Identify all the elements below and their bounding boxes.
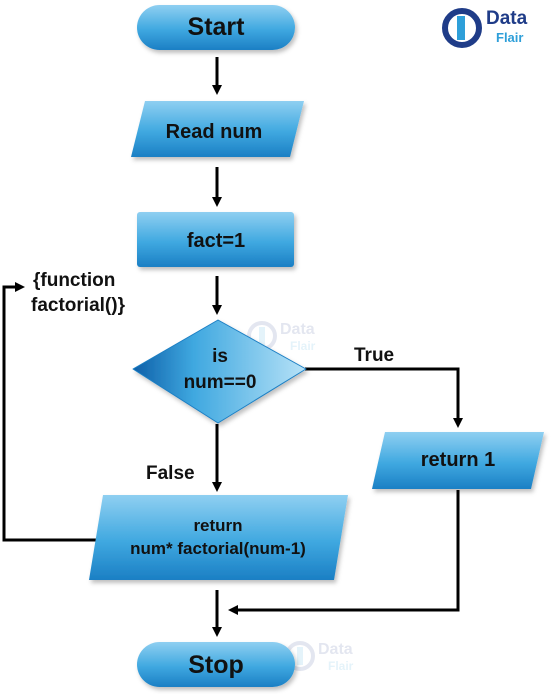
watermark-bottom-text-flair: Flair	[328, 659, 354, 673]
stop-node: Stop	[137, 642, 295, 687]
arrow-recursion-loop	[2, 282, 96, 542]
decision-label-line2: num==0	[184, 372, 257, 393]
fact-init-label: fact=1	[187, 230, 245, 252]
read-num-label: Read num	[166, 121, 263, 143]
stop-label: Stop	[188, 651, 244, 679]
function-label-line2: factorial()}	[31, 295, 126, 316]
return-one-node: return 1	[372, 432, 544, 489]
recursive-return-line2: num* factorial(num-1)	[130, 539, 306, 558]
start-label: Start	[188, 13, 246, 41]
watermark-bottom: Data Flair	[285, 641, 354, 673]
arrow-true-branch	[305, 367, 463, 428]
connectors	[2, 57, 463, 637]
true-branch-label: True	[354, 345, 394, 366]
fact-init-node: fact=1	[137, 212, 294, 267]
arrow-return1-to-stop	[228, 490, 460, 615]
logo-text-flair: Flair	[496, 30, 523, 45]
false-branch-label: False	[146, 463, 195, 484]
start-node: Start	[137, 5, 295, 50]
recursive-return-node: return num* factorial(num-1)	[89, 495, 348, 580]
return-one-label: return 1	[421, 449, 495, 471]
decision-node: is num==0	[132, 319, 307, 424]
watermark-text-flair: Flair	[290, 339, 316, 353]
decision-label-line1: is	[212, 346, 228, 367]
dataflair-logo-icon	[442, 8, 482, 48]
dataflair-logo: Data Flair	[442, 8, 528, 48]
function-label-line1: {function	[33, 270, 115, 291]
watermark-text-data: Data	[280, 321, 315, 338]
recursive-return-line1: return	[193, 516, 242, 535]
read-num-node: Read num	[131, 101, 304, 157]
logo-text-data: Data	[486, 8, 528, 29]
watermark-bottom-text-data: Data	[318, 641, 353, 658]
